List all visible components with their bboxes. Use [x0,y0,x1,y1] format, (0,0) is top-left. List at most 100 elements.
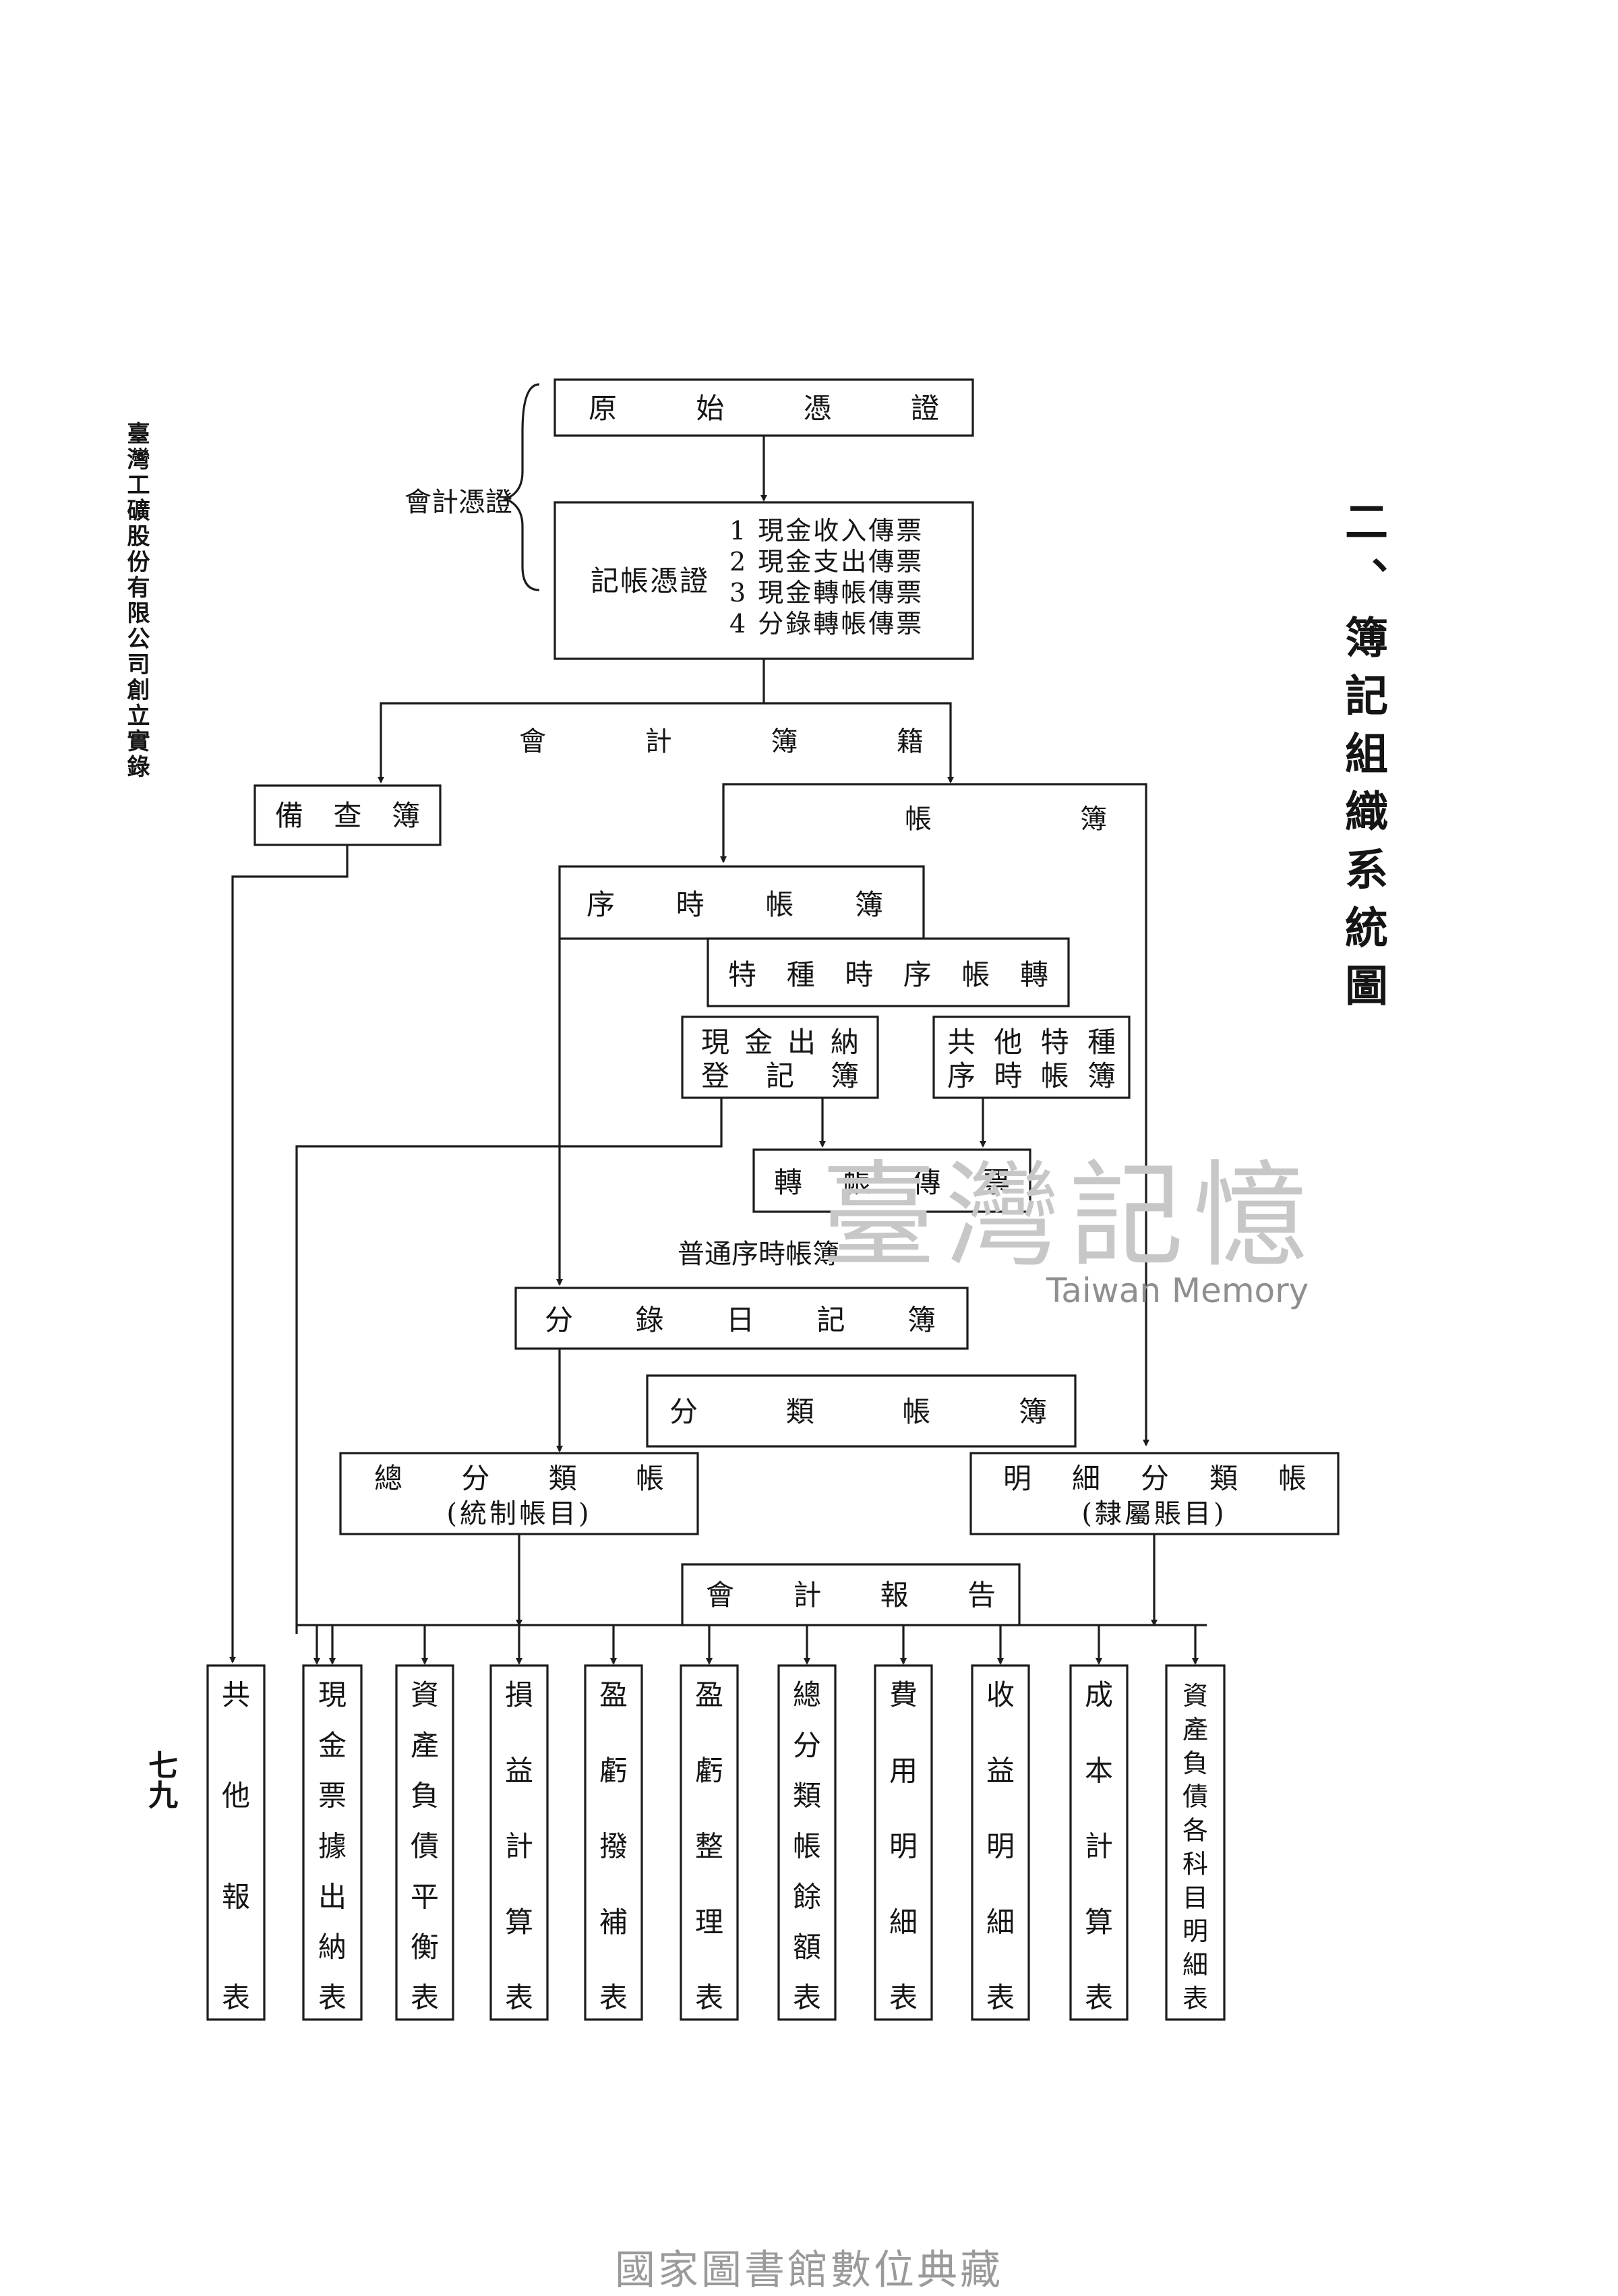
report-label-11-char: 產 [1182,1715,1208,1744]
ledger-books-box [646,1374,1077,1448]
account-books-bar-right [951,783,1149,1446]
report-label-10-char: 算 [1085,1906,1113,1939]
section-title: 二、簿記組織系統圖 [1338,499,1388,1021]
cash-register-bypass [295,1098,723,1634]
report-label-9-char: 益 [986,1754,1015,1787]
report-label-6-char: 整 [695,1830,723,1863]
node-boxes [206,378,1340,2021]
group-accounting-vouchers-label: 會計憑證 [404,487,512,518]
memo-book-box [253,784,442,846]
watermark-subtitle: Taiwan Memory [1046,1271,1309,1310]
report-label-9-char: 明 [986,1830,1015,1863]
accounting-books-bar [378,659,765,784]
connector-lines [229,383,1207,1665]
report-box-10 [1069,1664,1129,2021]
accounting-books-label: 會計簿籍 [519,726,924,757]
report-label-11-char: 資 [1182,1681,1208,1711]
report-label-3-char: 負 [411,1779,439,1813]
report-label-10-char: 計 [1085,1830,1113,1863]
subsidiary-ledger-line2: (隸屬賬目) [1081,1498,1226,1529]
report-label-4-char: 算 [505,1906,533,1939]
report-label-9-char: 細 [986,1906,1015,1939]
report-label-10-char: 表 [1085,1981,1113,2014]
report-label-7-char: 分 [793,1729,821,1762]
report-label-8-char: 明 [889,1830,918,1863]
report-label-5-char: 表 [599,1981,628,2014]
original-voucher-box [553,378,974,437]
report-label-5-char: 虧 [599,1754,628,1787]
report-box-11 [1165,1664,1226,2021]
voucher-type-item: 4 分錄轉帳傳票 [729,609,924,639]
report-label-1-char: 表 [222,1981,250,2014]
report-label-11-char: 明 [1182,1916,1208,1946]
report-label-3-char: 平 [411,1880,439,1913]
report-label-8-char: 表 [889,1981,918,2014]
report-label-2-char: 票 [318,1779,347,1813]
report-label-8-char: 費 [889,1678,918,1711]
report-label-2-char: 據 [318,1830,347,1863]
special-chronological-box [707,937,1070,1007]
report-label-7-char: 類 [793,1779,821,1813]
report-label-2-char: 現 [318,1678,347,1711]
book-title-vertical: 臺灣工礦股份有限公司創立實錄 [123,421,150,780]
voucher-type-item: 3 現金轉帳傳票 [729,578,924,608]
accounting-reports-box [681,1563,1021,1626]
watermark-logo: 臺灣記憶 [821,1150,1318,1283]
report-label-9-char: 收 [986,1678,1015,1711]
report-label-2-char: 納 [318,1931,347,1964]
bookkeeping-voucher-box [553,501,974,660]
report-box-6 [680,1664,739,2021]
account-books-label: 帳簿 [905,804,1107,835]
account-books-bar [720,783,951,863]
report-label-10-char: 成 [1085,1678,1113,1711]
report-box-5 [584,1664,643,2021]
memo-book-label: 備查簿 [275,799,420,832]
report-label-4-char: 損 [505,1678,533,1711]
report-label-2-char: 金 [318,1729,347,1762]
report-label-8-char: 用 [889,1754,918,1787]
report-label-11-char: 細 [1182,1950,1208,1980]
report-label-5-char: 撥 [599,1830,628,1863]
report-box-4 [489,1664,549,2021]
report-label-8-char: 細 [889,1906,918,1939]
report-label-3-char: 產 [411,1729,439,1762]
report-label-11-char: 負 [1182,1748,1208,1778]
general-ledger-line2: (統制帳目) [446,1498,591,1529]
report-box-1 [206,1664,266,2021]
voucher-group-brace [502,383,540,591]
report-label-6-char: 虧 [695,1754,723,1787]
cash-register-box [681,1015,879,1099]
report-label-1-char: 他 [222,1779,250,1813]
report-box-2 [302,1664,363,2021]
general-chronological-label: 普通序時帳簿 [678,1239,839,1270]
report-label-2-char: 出 [318,1880,347,1913]
footer-credit: 國家圖書館數位典藏 [615,2247,1003,2294]
report-label-3-char: 衡 [411,1931,439,1964]
general-ledger-box [339,1452,699,1535]
memo-book-down [229,845,349,1664]
report-label-11-char: 債 [1182,1782,1208,1812]
voucher-type-item: 1 現金收入傳票 [729,516,924,546]
report-label-7-char: 總 [793,1678,821,1711]
voucher-type-item: 2 現金支出傳票 [729,547,924,577]
bookkeeping-voucher-label: 記帳憑證 [591,564,709,597]
report-label-3-char: 債 [411,1830,439,1863]
page-number: 七九 [143,1750,177,1809]
report-label-11-char: 科 [1182,1849,1208,1879]
report-label-6-char: 理 [695,1906,723,1939]
report-box-7 [777,1664,837,2021]
report-label-4-char: 益 [505,1754,533,1787]
report-label-4-char: 表 [505,1981,533,2014]
report-label-6-char: 盈 [695,1678,723,1711]
report-label-10-char: 本 [1085,1754,1113,1787]
report-label-11-char: 各 [1182,1816,1208,1846]
report-label-7-char: 表 [793,1981,821,2014]
subsidiary-ledger-box [969,1452,1340,1535]
report-label-1-char: 報 [222,1880,250,1913]
report-label-11-char: 目 [1182,1883,1208,1912]
report-label-2-char: 表 [318,1981,347,2014]
journal-box [514,1287,969,1350]
report-label-11-char: 表 [1182,1984,1208,2013]
report-label-3-char: 表 [411,1981,439,2014]
